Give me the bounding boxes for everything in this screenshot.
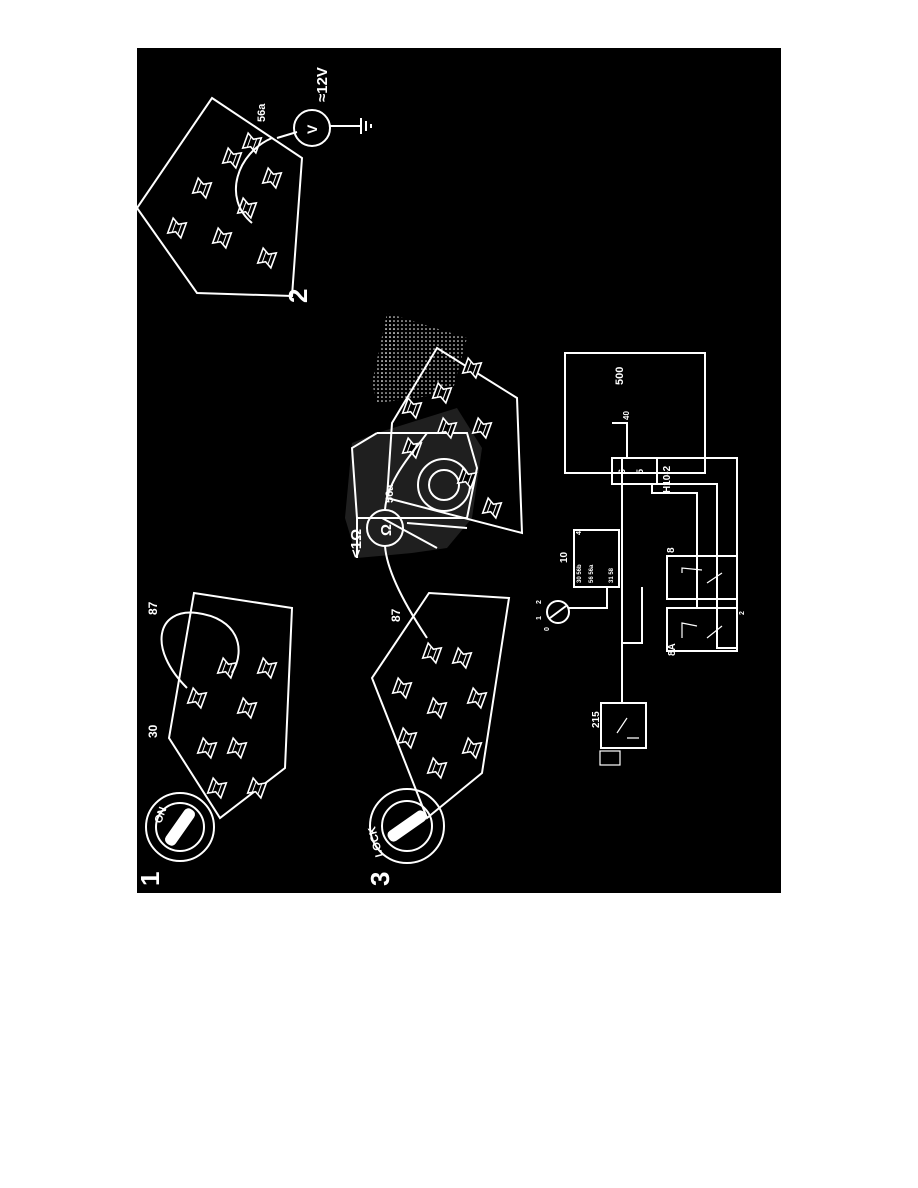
relay-board-4 <box>385 346 524 535</box>
switch-pos-1: 1 <box>536 616 543 620</box>
step-number-3: 3 <box>365 872 395 886</box>
light-symbol-icon <box>599 750 621 766</box>
component-10-label: 10 <box>559 551 570 563</box>
diagram-svg: 1 3 2 ON LOCK 30 87 <box>135 67 746 886</box>
step-number-2: 2 <box>283 289 313 303</box>
diagram-panel: 1 3 2 ON LOCK 30 87 <box>135 48 781 893</box>
connector-pin-5: 5 <box>635 469 645 474</box>
component-500-pin-40: 40 <box>622 411 631 420</box>
ignition-on-label: ON <box>153 805 170 825</box>
car-illustration <box>345 313 482 558</box>
voltmeter-reading: ≈12V <box>314 67 331 102</box>
board4-pin-56a-label: 56a <box>384 484 396 503</box>
component-8a-box <box>666 607 738 652</box>
component-8a-label: 8A <box>667 643 678 656</box>
connector-h10-2-label: H10-2 <box>662 465 673 493</box>
switch-pos-2: 2 <box>536 600 543 604</box>
ignition-switch-lock-icon: LOCK <box>366 788 445 864</box>
board3-pin-87-label: 87 <box>389 608 403 622</box>
relay-board-1: 30 87 <box>146 591 294 820</box>
component-10-box <box>573 529 620 588</box>
voltmeter-symbol: V <box>304 124 320 134</box>
component-500-box <box>564 352 706 474</box>
component-500-label: 500 <box>614 367 626 385</box>
connector-h10-2 <box>611 457 658 485</box>
step-number-1: 1 <box>137 872 165 886</box>
wiring-diagram: 215 0 1 2 10 30 56b 56 56a 31 58 4 8A 2 … <box>536 352 746 766</box>
component-8a-pin-2: 2 <box>739 611 746 615</box>
component-215-label: 215 <box>591 711 602 728</box>
switch-schematic-icon <box>546 600 570 624</box>
relay-board-2: 56a <box>135 96 304 298</box>
ohmmeter: Ω <1Ω 56a <box>348 432 428 639</box>
switch-pos-0: 0 <box>544 627 551 631</box>
board2-pin-56a-label: 56a <box>256 103 268 122</box>
board1-pin-30-label: 30 <box>146 724 160 738</box>
board1-pin-87-label: 87 <box>146 601 160 615</box>
relay-pins-b: 56 56a <box>589 564 595 583</box>
component-8-label: 8 <box>666 547 677 553</box>
relay-board-3: 87 <box>370 591 511 820</box>
ohmmeter-reading: <1Ω <box>348 529 365 558</box>
component-8-box <box>666 555 738 600</box>
ignition-switch-on-icon: ON <box>145 792 215 862</box>
ohmmeter-symbol: Ω <box>378 524 395 536</box>
relay-pin-4: 4 <box>576 531 583 535</box>
component-215-box <box>600 702 647 749</box>
voltmeter: V ≈12V <box>276 67 372 147</box>
relay-pins-c: 31 58 <box>609 567 615 583</box>
relay-pins-a: 30 56b <box>577 564 583 583</box>
